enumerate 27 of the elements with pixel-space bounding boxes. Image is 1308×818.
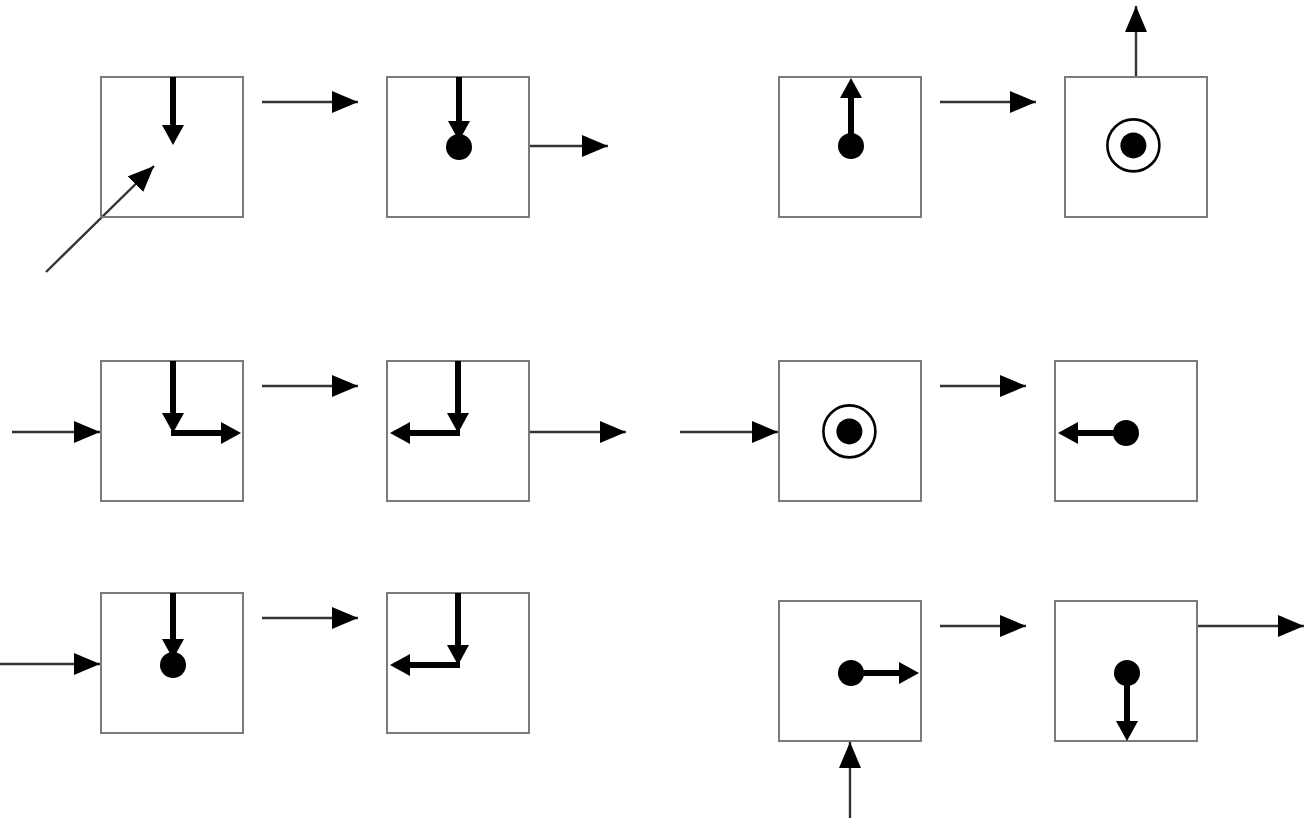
arrow [262, 607, 358, 629]
square-frame [1054, 600, 1198, 742]
arrow [45, 165, 155, 273]
square-frame [386, 592, 530, 734]
arrow [940, 615, 1026, 637]
arrow [262, 375, 358, 397]
square-frame [778, 76, 922, 218]
square-frame [100, 592, 244, 734]
arrow [262, 91, 358, 113]
arrow [530, 421, 626, 443]
square-frame [778, 600, 922, 742]
square-frame [386, 76, 530, 218]
arrow [940, 91, 1036, 113]
arrow [1125, 6, 1147, 76]
arrow [530, 135, 608, 157]
arrow [1198, 615, 1304, 637]
square-frame [386, 360, 530, 502]
arrow [940, 375, 1026, 397]
arrow [839, 742, 861, 818]
square-frame [1064, 76, 1208, 218]
square-frame [100, 76, 244, 218]
arrow [12, 421, 100, 443]
arrow [680, 421, 778, 443]
arrow [0, 653, 100, 675]
square-frame [100, 360, 244, 502]
square-frame [778, 360, 922, 502]
square-frame [1054, 360, 1198, 502]
